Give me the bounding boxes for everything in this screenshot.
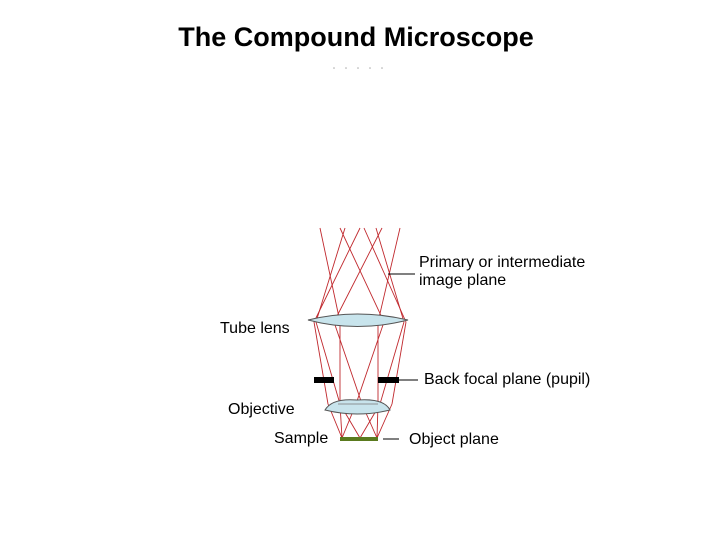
light-rays [313, 227, 407, 439]
aperture-stop-left [314, 377, 334, 383]
ray [319, 227, 341, 323]
ray [339, 227, 385, 323]
ray [333, 321, 363, 405]
label-objective: Objective [228, 401, 295, 418]
label-back-focal-plane: Back focal plane (pupil) [424, 371, 591, 388]
label-sample: Sample [274, 430, 329, 447]
sample-slide [340, 437, 378, 441]
ray [391, 321, 407, 405]
label-tube-lens: Tube lens [220, 320, 290, 337]
tube-lens-shape [307, 313, 409, 327]
ray [379, 321, 405, 405]
ray [363, 227, 407, 323]
title-dots [333, 67, 383, 69]
ray [313, 321, 329, 405]
ray [313, 227, 361, 323]
ray [333, 227, 383, 323]
label-object-plane: Object plane [409, 431, 499, 448]
objective-lens-shape [324, 399, 391, 415]
ray [377, 227, 401, 323]
ray [315, 227, 346, 323]
label-primary-image-plane: Primary or intermediate image plane [419, 254, 586, 289]
page-title: The Compound Microscope [178, 22, 534, 52]
ray [355, 321, 385, 405]
aperture-stop-right [378, 377, 399, 383]
ray [315, 321, 341, 405]
